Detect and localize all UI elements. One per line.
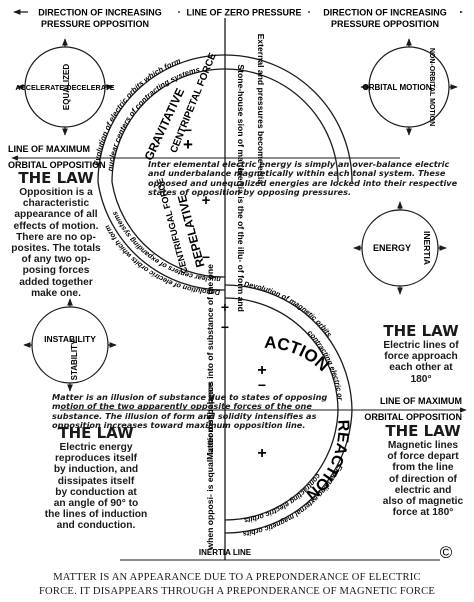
compass-tr-vertical: NON-ORBITAL MOTION [428, 48, 435, 126]
law-opposition-line: posites. The totals [11, 243, 101, 255]
law-opposition-line: characteristic [22, 198, 90, 210]
top-header: DIRECTION OF INCREASING LINE OF ZERO PRE… [13, 6, 463, 29]
caption-line-2: FORCE. IT DISAPPEARS THROUGH A PREPONDER… [38, 586, 436, 597]
caption-line-1: MATTER IS AN APPEARANCE DUE TO A PREPOND… [53, 572, 421, 583]
law-opposition-line: There are no op- [16, 231, 96, 243]
law-magnetic-lines-line: force at 180° [392, 507, 454, 519]
plus-sign-vertical: + [221, 299, 229, 315]
compass-mr-vertical: INERTIA [422, 231, 432, 265]
column-inertia-illusion: Inertia is the of the illu- of form and [236, 168, 246, 312]
column-when-opposite: when opposi- is equal- ization of balanc… [205, 382, 215, 550]
law-electric-lines-title: THE LAW [383, 322, 459, 340]
law-electric-energy-line: and conduction. [56, 520, 136, 532]
matter-illusion-paragraph: Matter is an illusion of substance due t… [52, 392, 328, 431]
plus-sign-upper: + [183, 135, 193, 154]
reaction-title: REACTION [303, 420, 352, 504]
plus-sign-lower-1: + [257, 362, 266, 379]
top-left-label: DIRECTION OF INCREASING [38, 8, 162, 18]
law-opposition-line: Opposition is a [19, 187, 93, 198]
max-opposition-right-label-2: ORBITAL OPPOSITION [364, 412, 462, 422]
minus-sign-vertical: − [221, 319, 229, 335]
law-electric-energy-line: the lines of induction [44, 509, 148, 521]
law-opposition-line: appearance of all [14, 209, 98, 221]
law-opposition-title: THE LAW [18, 169, 94, 187]
max-opposition-left-label-2: ORBITAL OPPOSITION [8, 160, 106, 170]
compass-mid-left: INSTABILITY STABILITY [23, 298, 117, 392]
upper-orbit-band [97, 54, 353, 534]
law-electric-lines-line: each other at [389, 362, 453, 374]
law-magnetic-lines-title: THE LAW [385, 422, 461, 440]
inter-elemental-paragraph: Inter elemental electric energy is simpl… [148, 159, 458, 198]
law-electric-lines: THE LAW Electric lines of force approach… [372, 322, 470, 385]
law-electric-lines-line: Electric lines of [383, 340, 459, 351]
law-electric-energy-line: an angle of 90° to [53, 498, 139, 510]
minus-sign-upper: − [184, 122, 192, 138]
law-magnetic-lines-line: electric and [394, 484, 452, 496]
law-electric-energy-line: by induction, and [53, 464, 139, 476]
compass-ml-horizontal: INSTABILITY [44, 334, 96, 344]
law-magnetic-lines-line: of force depart [387, 451, 459, 463]
zero-pressure-label: LINE OF ZERO PRESSURE [186, 8, 301, 18]
arc-text-lower-outer: Devolution of magnetic orbits [243, 279, 334, 338]
law-opposition-line: posing forces [22, 265, 90, 277]
law-magnetic-lines-line: of direction of [389, 473, 457, 485]
column-stone-house: Stone-house sion of matter [236, 64, 246, 176]
law-electric-energy-line: dissipates itself [57, 475, 135, 487]
compass-mid-right: ENERGY INERTIA [353, 201, 447, 295]
top-right-sublabel: PRESSURE OPPOSITION [331, 19, 439, 29]
column-matter-disappears: Matter disap- pears into of substance of… [205, 264, 215, 460]
law-magnetic-lines: THE LAW Magnetic lines of force depart f… [376, 422, 470, 518]
top-right-label: DIRECTION OF INCREASING [323, 8, 447, 18]
law-magnetic-lines-line: also of magnetic [382, 496, 464, 508]
column-external: External and pressures become ertia. [256, 34, 266, 187]
minus-sign-lower: − [258, 377, 266, 393]
law-electric-energy-line: reproduces itself [54, 453, 138, 465]
law-opposition-line: make one. [31, 287, 81, 299]
compass-tr-horizontal: ORBITAL MOTION [362, 83, 431, 92]
law-electric-energy: THE LAW Electric energy reproduces itsel… [30, 424, 162, 532]
compass-tl-horizontal: ACCELERATE-DECELERATE [15, 83, 114, 92]
minus-sign-left: − [202, 249, 210, 265]
law-opposition-line: added together [19, 276, 93, 288]
law-opposition: THE LAW Opposition is a characteristic a… [8, 169, 104, 299]
compass-top-right: ORBITAL MOTION NON-ORBITAL MOTION [360, 38, 458, 136]
law-electric-lines-line: 180° [410, 373, 432, 385]
inertia-line: INERTIA LINE [120, 548, 440, 561]
law-opposition-line: effects of motion. [13, 220, 99, 232]
svg-text:©: © [440, 543, 453, 562]
top-left-sublabel: PRESSURE OPPOSITION [41, 19, 149, 29]
law-opposition-line: of any two op- [21, 254, 91, 266]
plus-sign-left: + [202, 192, 211, 209]
plus-sign-lower-2: + [257, 445, 266, 462]
law-electric-energy-title: THE LAW [58, 424, 134, 442]
law-electric-energy-line: by conduction at [55, 486, 137, 498]
inertia-line-label: INERTIA LINE [199, 548, 252, 557]
compass-tl-vertical: EQUALIZED [62, 64, 71, 110]
law-electric-lines-line: force approach [384, 351, 458, 363]
copyright-mark: © [440, 543, 453, 562]
compass-top-left: ACCELERATE-DECELERATE EQUALIZED [15, 38, 115, 136]
max-opposition-lower: LINE OF MAXIMUM ORBITAL OPPOSITION [60, 396, 467, 422]
law-magnetic-lines-line: from the line [392, 462, 454, 474]
law-magnetic-lines-line: Magnetic lines [387, 440, 459, 451]
max-opposition-right-label-1: LINE OF MAXIMUM [380, 396, 462, 406]
compass-mr-horizontal: ENERGY [373, 243, 411, 253]
compass-ml-vertical: STABILITY [70, 339, 79, 380]
max-opposition-left-label-1: LINE OF MAXIMUM [8, 144, 90, 154]
law-electric-energy-line: Electric energy [59, 442, 133, 453]
